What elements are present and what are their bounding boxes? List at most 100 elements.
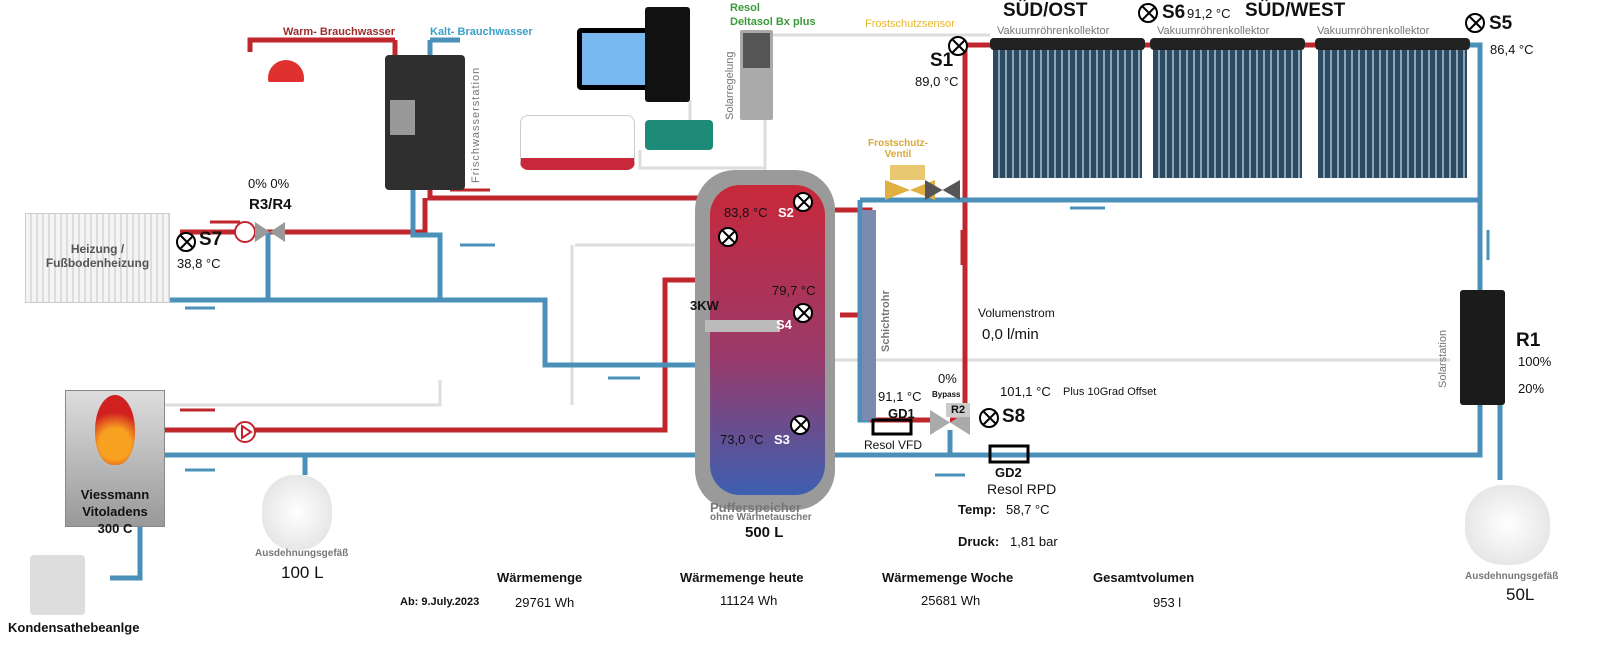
computer-tower-icon (645, 7, 690, 102)
s6-label: S6 (1162, 2, 1186, 23)
heating-label: Heizung / Fußbodenheizung (45, 242, 150, 270)
rpd-label: Resol RPD (987, 481, 1057, 497)
controller-model: Deltasol Bx plus (730, 16, 816, 28)
tank-sub: ohne Wärmetauscher (710, 512, 812, 523)
tank-name: Pufferspeicher (710, 500, 802, 515)
expansion-right-volume: 50L (1506, 585, 1535, 604)
solar-control-label: Solarregelung (724, 51, 736, 121)
condensate-pump-icon (30, 555, 85, 615)
sensor-s5-icon (1465, 13, 1485, 33)
heating-element-icon (705, 320, 780, 332)
gd1-sensor (871, 418, 913, 436)
condensate-label: Kondensathebeanlge (8, 620, 140, 635)
expansion-vessel-left (262, 475, 332, 550)
s2-label: S2 (778, 205, 794, 220)
solar-controller (740, 30, 773, 120)
solar-station-label: Solarstation (1437, 329, 1449, 388)
flame-icon (95, 395, 135, 465)
frost-valve-icon (885, 180, 935, 200)
r2-label: R2 (946, 403, 971, 417)
boiler-pump-icon (234, 421, 256, 443)
collector-2-label: Vakuumröhrenkollektor (1157, 25, 1270, 37)
controller-brand: Resol (730, 2, 760, 14)
signal-lines (165, 33, 1450, 422)
south-west-label: SÜD/WEST (1245, 0, 1346, 21)
s1-value: 89,0 °C (915, 74, 959, 89)
sensor-s8-icon (979, 408, 999, 428)
gateway-icon (645, 120, 713, 150)
heat-today-label: Wärmemenge heute (680, 570, 804, 585)
total-volume-label: Gesamtvolumen (1093, 570, 1195, 585)
gd1-value: 91,1 °C (878, 389, 922, 404)
tank-volume: 500 L (745, 524, 784, 541)
heating-pump-icon (234, 221, 256, 243)
cold-pipes (110, 37, 1503, 581)
pressure-label: Druck: (958, 534, 1000, 549)
sensor-s1-icon (948, 36, 968, 56)
bypass-percent: 0% (938, 371, 957, 386)
frost-valve-label: Frostschutz- Ventil (868, 138, 928, 160)
expansion-vessel-right (1465, 485, 1550, 565)
expansion-left-label: Ausdehnungsgefäß (255, 548, 349, 559)
temp-value: 58,7 °C (1006, 502, 1050, 517)
sensor-s6-icon (1138, 3, 1158, 23)
s6-value: 91,2 °C (1187, 6, 1231, 21)
heat-today-value: 11124 Wh (720, 593, 778, 608)
flow-arrows (180, 188, 1490, 477)
s8-label: S8 (1002, 406, 1026, 427)
pressure-value: 1,81 bar (1010, 534, 1058, 549)
s7-value: 38,8 °C (177, 256, 221, 271)
raspberry-pi-icon (520, 115, 635, 170)
radiator (25, 213, 170, 303)
heat-week-value: 25681 Wh (921, 593, 981, 608)
s5-label: S5 (1489, 13, 1513, 34)
r3r4-label: R3/R4 (249, 196, 292, 213)
boiler-label: Viessmann Vitoladens 300 C (80, 487, 150, 536)
south-east-label: SÜD/OST (1003, 0, 1088, 21)
gd2-sensor (988, 444, 1030, 464)
s3-value: 73,0 °C (720, 432, 764, 447)
collector-3-label: Vakuumröhrenkollektor (1317, 25, 1430, 37)
s4-value: 79,7 °C (772, 283, 816, 298)
gd1-label: GD1 (888, 406, 915, 421)
sensor-s4-icon (793, 303, 813, 323)
fresh-water-station-label: Frischwasserstation (470, 66, 482, 183)
sensor-s7-icon (176, 232, 196, 252)
s7-label: S7 (199, 229, 223, 250)
bypass-label: Bypass (932, 390, 961, 399)
sensor-s2-icon (793, 192, 813, 212)
sensor-tank-icon (718, 227, 738, 247)
collector-panel-2 (1150, 38, 1305, 180)
mixing-valve-icon (255, 222, 285, 242)
warm-water-label: Warm- Brauchwasser (283, 26, 396, 38)
heat-total-value: 29761 Wh (515, 595, 575, 610)
heater-power-label: 3KW (690, 298, 719, 313)
layer-pipe (862, 210, 876, 420)
total-volume-value: 953 l (1153, 595, 1182, 610)
temp-label: Temp: (958, 502, 997, 517)
s5-value: 86,4 °C (1490, 42, 1534, 57)
solar-station (1460, 290, 1505, 405)
sensor-s3-icon (790, 415, 810, 435)
cold-water-label: Kalt- Brauchwasser (430, 26, 533, 38)
frost-sensor-label: Frostschutzsensor (865, 18, 955, 30)
collector-panel-1 (990, 38, 1145, 180)
expansion-right-label: Ausdehnungsgefäß (1465, 571, 1559, 582)
s4-label: S4 (776, 317, 792, 332)
since-date: Ab: 9.July.2023 (400, 596, 480, 608)
heat-week-label: Wärmemenge Woche (882, 570, 1014, 585)
collector-panel-3 (1315, 38, 1470, 180)
vfd-label: Resol VFD (864, 438, 923, 452)
layer-pipe-label: Schichtrohr (880, 290, 892, 352)
r1-value-1: 100% (1518, 354, 1552, 369)
expansion-left-volume: 100 L (281, 563, 324, 582)
s1-label: S1 (930, 50, 954, 71)
gd2-label: GD2 (995, 465, 1022, 480)
r1-label: R1 (1516, 330, 1541, 351)
offset-note: Plus 10Grad Offset (1063, 386, 1157, 398)
r1-value-2: 20% (1518, 381, 1545, 396)
r3r4-value: 0% 0% (248, 176, 290, 191)
flow-label: Volumenstrom (978, 306, 1055, 320)
fresh-water-station (385, 55, 465, 190)
collector-1-label: Vakuumröhrenkollektor (997, 25, 1110, 37)
